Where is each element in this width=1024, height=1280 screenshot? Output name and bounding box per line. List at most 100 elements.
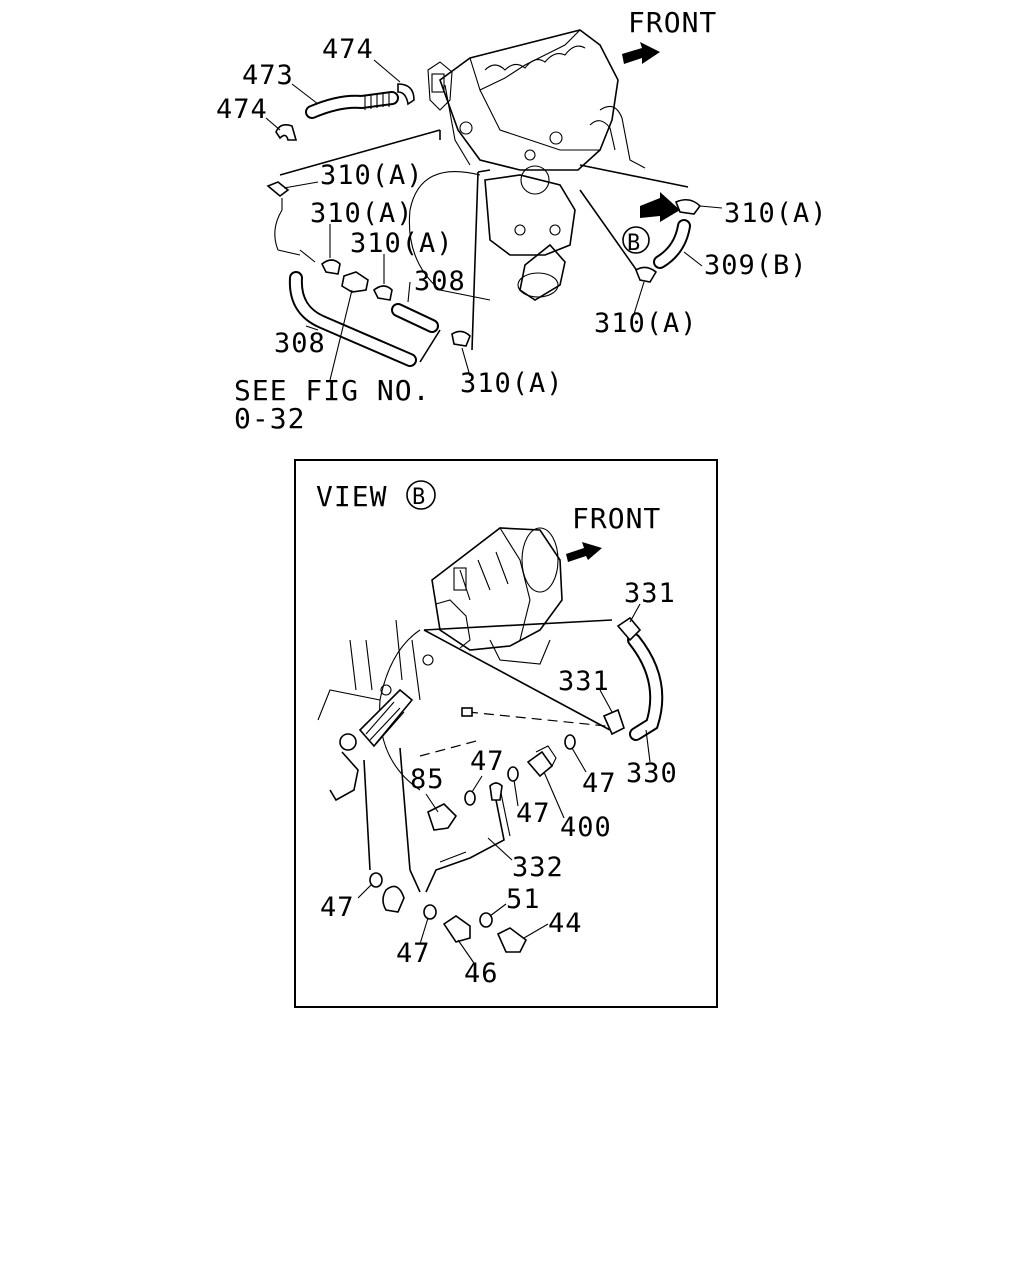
- label-85: 85: [410, 764, 445, 795]
- leader-331-lower: [599, 689, 613, 713]
- leader-44: [523, 923, 549, 939]
- washer-47-e: [423, 904, 437, 920]
- label-47-left: 47: [320, 892, 355, 923]
- leader-330: [645, 729, 651, 763]
- washer-47-d: [369, 872, 383, 888]
- hose-308-left: [274, 198, 417, 367]
- label-473: 473: [242, 60, 294, 91]
- label-310a-right: 310(A): [724, 198, 828, 229]
- clamp-310a-e: [635, 266, 658, 283]
- leader-47-bottom: [419, 917, 429, 945]
- clamp-310a-d: [674, 198, 702, 215]
- label-400: 400: [560, 812, 612, 843]
- leader-47-mid: [513, 779, 519, 807]
- leader-309b: [683, 251, 703, 267]
- label-308-right: 308: [414, 266, 466, 297]
- hose-routing-top: [279, 129, 689, 351]
- view-b-marker: B: [627, 231, 641, 256]
- washer-47-b: [507, 766, 519, 782]
- leader-310a-1: [283, 181, 319, 189]
- label-332: 332: [512, 852, 564, 883]
- view-b-marker-circle: [622, 226, 650, 254]
- leader-47-top: [471, 775, 483, 793]
- washer-47-a: [564, 734, 576, 750]
- corrugated-hose-473: [305, 91, 399, 119]
- clamp-474-left: [275, 124, 298, 141]
- leader-310a-bottom: [461, 347, 471, 377]
- leader-310a-right: [699, 205, 723, 209]
- label-309b: 309(B): [704, 250, 808, 281]
- clamp-331-lower: [602, 708, 625, 736]
- front-arrow-view: [566, 542, 602, 562]
- hose-330: [627, 633, 664, 741]
- washer-51: [479, 912, 493, 928]
- leader-332: [487, 837, 513, 861]
- spring-assembly: [329, 688, 414, 802]
- clamp-310a-upper-left: [266, 181, 290, 198]
- see-fig-number: 0-32: [234, 402, 305, 435]
- view-b-title-circle: [406, 480, 436, 510]
- hose-309b: [653, 219, 691, 269]
- view-b-frame: [294, 459, 718, 1008]
- bolt-46: [442, 915, 471, 943]
- label-47-mid: 47: [516, 798, 551, 829]
- label-44: 44: [548, 908, 583, 939]
- leader-474-top: [373, 59, 401, 83]
- label-310a-lower-right: 310(A): [594, 308, 698, 339]
- bolt-44: [496, 927, 528, 953]
- pump-housing: [317, 527, 563, 791]
- leader-46: [457, 939, 477, 967]
- clamp-474-right: [397, 83, 415, 106]
- view-b-title: VIEW: [316, 480, 387, 513]
- leader-85: [425, 793, 439, 813]
- fitting-400: [526, 745, 557, 778]
- see-fig-label: SEE FIG NO.: [234, 374, 430, 407]
- label-310a-1: 310(A): [320, 160, 424, 191]
- view-b-arrow: [640, 192, 680, 222]
- clamp-310a-a: [320, 259, 341, 275]
- bolt-85: [427, 803, 458, 831]
- leader-47-right: [571, 747, 587, 773]
- front-arrow-top: [622, 42, 660, 64]
- leader-47-left: [357, 883, 373, 899]
- view-b-panel: VIEW B FRONT: [294, 459, 718, 1008]
- label-310a-2: 310(A): [310, 198, 414, 229]
- label-474-top: 474: [322, 34, 374, 65]
- label-308-left: 308: [274, 328, 326, 359]
- clamp-310a-c: [451, 330, 471, 347]
- leader-474-left: [265, 117, 281, 131]
- front-label-top: FRONT: [628, 6, 717, 39]
- label-47-top: 47: [470, 746, 505, 777]
- label-47-bottom: 47: [396, 938, 431, 969]
- pin-fitting: [461, 707, 473, 717]
- engine-block: [408, 29, 646, 301]
- label-310a-3: 310(A): [350, 228, 454, 259]
- top-diagram: FRONT: [216, 6, 828, 435]
- label-474-left: 474: [216, 94, 268, 125]
- leader-331-upper: [629, 603, 641, 623]
- leader-51: [489, 903, 507, 917]
- front-label-view: FRONT: [572, 502, 661, 535]
- label-331-upper: 331: [624, 578, 676, 609]
- pipe-332: [425, 782, 511, 893]
- leader-400: [543, 771, 565, 819]
- leader-308-left: [305, 325, 319, 331]
- label-46: 46: [464, 958, 499, 989]
- label-330: 330: [626, 758, 678, 789]
- view-hose-routing: [363, 619, 613, 893]
- label-331-lower: 331: [558, 666, 610, 697]
- clamp-331-upper: [616, 616, 642, 642]
- leader-see-fig: [329, 289, 353, 381]
- label-51: 51: [506, 884, 541, 915]
- clamp-310a-b: [372, 285, 393, 301]
- hose-connector: [341, 271, 369, 293]
- washer-47-c: [464, 790, 476, 806]
- leader-473: [291, 83, 319, 105]
- leader-310a-lower-right: [633, 281, 645, 315]
- view-b-title-marker: B: [412, 485, 426, 510]
- banjo-union: [382, 885, 405, 913]
- label-310a-bottom: 310(A): [460, 368, 564, 399]
- label-47-right: 47: [582, 768, 617, 799]
- leader-308-right: [407, 281, 411, 303]
